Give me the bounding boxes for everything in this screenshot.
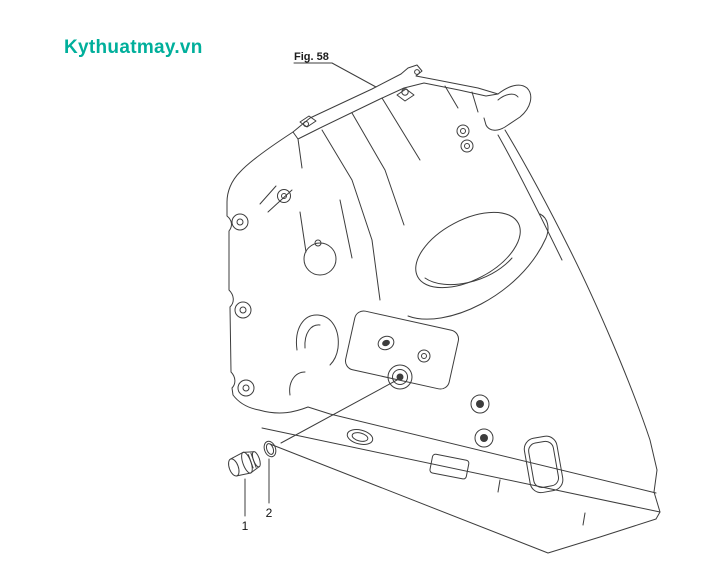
part-number-2-label: 2 [266, 506, 273, 520]
housing-left-arches [289, 239, 339, 396]
bottom-rail [258, 406, 661, 554]
mounting-pad [344, 310, 460, 390]
part-1-plug [228, 451, 261, 477]
housing-right-edge [497, 129, 658, 471]
part-number-1-label: 1 [242, 519, 249, 533]
plug-hole [387, 364, 413, 390]
part-2-oring [263, 440, 277, 458]
housing-top-flange [292, 64, 499, 140]
housing-left-outline [226, 131, 294, 411]
housing-structure-ribs [297, 97, 421, 301]
housing-right-bracket [444, 84, 532, 153]
part-leader-lines [244, 379, 398, 517]
bolt-bosses-right [470, 394, 564, 494]
site-logo: Kythuatmay.vn [64, 37, 203, 58]
figure-label: Fig. 58 [294, 51, 329, 63]
figure-callout: Fig. 58 [293, 51, 377, 88]
housing-opening-ellipse [407, 211, 549, 320]
